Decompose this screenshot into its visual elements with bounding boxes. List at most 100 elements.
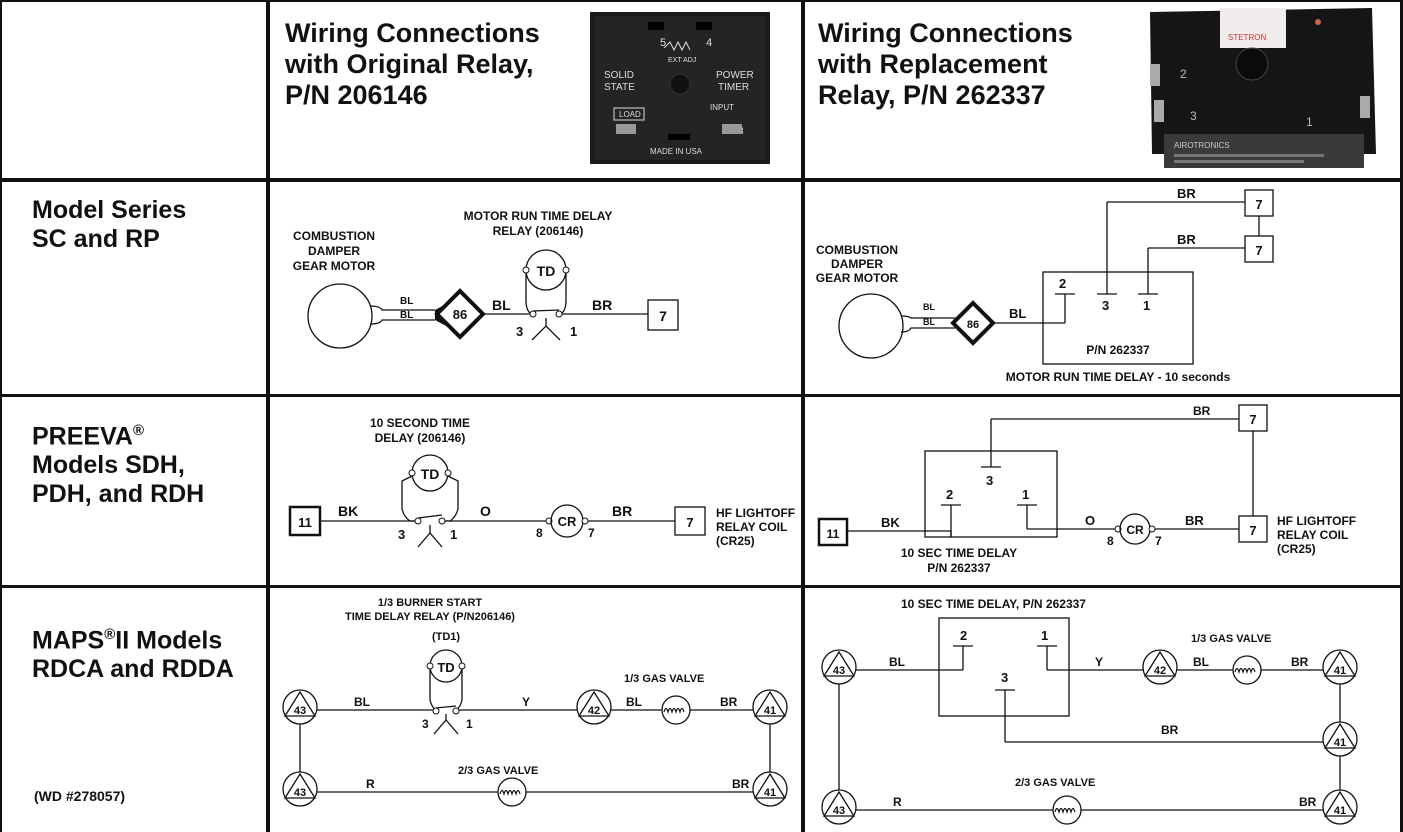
- header-replacement-line1: Wiring Connections: [818, 18, 1073, 48]
- wire-label: BK: [881, 515, 900, 530]
- motor-label: COMBUSTION: [816, 243, 898, 257]
- terminal-41: 41: [1334, 737, 1346, 749]
- gas-valve-label: 1/3 GAS VALVE: [624, 673, 704, 685]
- diagram-row3-replacement: 10 SEC TIME DELAY, P/N 262337 2 1 3 43 B…: [821, 597, 1358, 825]
- terminal-7: 7: [686, 515, 693, 530]
- diagram-row3-original: 1/3 BURNER START TIME DELAY RELAY (P/N20…: [282, 597, 788, 807]
- pin-label: 3: [398, 527, 405, 542]
- gear-motor: [307, 283, 373, 349]
- td-label: TD: [437, 660, 454, 675]
- terminal-41: 41: [764, 705, 776, 717]
- motor-label: DAMPER: [308, 244, 360, 258]
- photo-repl-pin-3: 3: [1190, 109, 1197, 123]
- relay-caption: 10 SEC TIME DELAY, P/N 262337: [901, 597, 1086, 611]
- wire-label: BR: [1161, 723, 1179, 737]
- terminal-41: 41: [1334, 805, 1346, 817]
- terminal-7-box: [1238, 515, 1268, 543]
- pin-label: 2: [1059, 276, 1066, 291]
- wire-label: BR: [1299, 795, 1317, 809]
- motor-label: DAMPER: [831, 257, 883, 271]
- row-label-maps-line2: RDCA and RDDA: [32, 655, 234, 684]
- photo-repl-pin-2: 2: [1180, 67, 1187, 81]
- pin-label: 1: [466, 717, 473, 731]
- table-left-border: [0, 0, 2, 832]
- pin-label: 1: [450, 527, 457, 542]
- photo-terminal-4: 4: [706, 37, 712, 49]
- gas-valve-2-3: [497, 777, 527, 807]
- pin-label: 3: [1001, 670, 1008, 685]
- photo-load: LOAD: [619, 110, 641, 119]
- header-replacement-line2: with Replacement: [818, 49, 1048, 79]
- photo-replacement-knob: [1235, 47, 1269, 81]
- row-label-preeva-line2: Models SDH,: [32, 451, 185, 480]
- gas-valve-label: 2/3 GAS VALVE: [458, 765, 538, 777]
- row-label-sc-rp-line2: SC and RP: [32, 225, 160, 253]
- photo-made-in: MADE IN USA: [650, 147, 703, 156]
- relay-part-number: P/N 262337: [1086, 343, 1150, 357]
- photo-solid: SOLID: [604, 70, 634, 81]
- registered-mark: ®: [132, 422, 145, 439]
- table-right-border: [1400, 0, 1403, 832]
- relay-label: 10 SECOND TIME: [370, 416, 470, 430]
- relay-label: RELAY (206146): [493, 224, 584, 238]
- relay-label: (TD1): [432, 631, 460, 643]
- header-divider: [0, 178, 1403, 182]
- terminal-41: 41: [764, 787, 776, 799]
- terminal-7: 7: [1255, 243, 1262, 258]
- motor-label: COMBUSTION: [293, 229, 375, 243]
- photo-input: INPUT: [710, 103, 734, 112]
- terminal-42: 42: [588, 705, 600, 717]
- pin-label: 2: [946, 487, 953, 502]
- wire-label: Y: [522, 695, 530, 709]
- row-label-preeva-line3: PDH, and RDH: [32, 480, 205, 509]
- wire-label: R: [893, 795, 902, 809]
- wire-label: BL: [923, 302, 935, 312]
- diagram-row2-original: 10 SECOND TIME DELAY (206146) TD 3 1 11 …: [288, 416, 795, 548]
- photo-ext-adj: EXT ADJ: [668, 57, 696, 64]
- wire-label: BR: [732, 777, 750, 791]
- relay-label: TIME DELAY RELAY (P/N206146): [345, 611, 515, 623]
- registered-mark: ®: [104, 626, 116, 643]
- wire-label: Y: [1095, 655, 1103, 669]
- terminal-43: 43: [833, 805, 845, 817]
- wire-label: BL: [1193, 655, 1209, 669]
- terminal-86: 86: [967, 319, 979, 331]
- header-original-line3: P/N 206146: [285, 80, 428, 110]
- terminal-42: 42: [1154, 665, 1166, 677]
- diagram-row1-original: COMBUSTION DAMPER GEAR MOTOR BL BL 86 BL…: [293, 209, 679, 349]
- wire-label: BR: [1177, 186, 1196, 201]
- photo-timer: TIMER: [718, 82, 749, 93]
- diagram-row1-replacement: COMBUSTION DAMPER GEAR MOTOR BL BL 86 BL…: [816, 186, 1274, 384]
- terminal-11-box: [817, 517, 849, 547]
- pin-label: 3: [1102, 298, 1109, 313]
- row-label-maps: MAPS®II Models RDCA and RDDA: [32, 620, 234, 684]
- cr-label: CR: [1126, 523, 1144, 537]
- td-label: TD: [421, 466, 440, 482]
- cr-label: CR: [558, 514, 577, 529]
- terminal-7-box: [1244, 235, 1274, 263]
- photo-adjust-knob: [669, 73, 691, 95]
- terminal-43: 43: [294, 787, 306, 799]
- pin-label: 1: [1143, 298, 1150, 313]
- header-original-line1: Wiring Connections: [285, 18, 540, 48]
- original-relay-photo: 5 4 EXT ADJ SOLID STATE POWER TIMER LOAD…: [590, 12, 770, 164]
- coil-label: HF LIGHTOFF: [716, 506, 795, 520]
- wire-label: BR: [720, 695, 738, 709]
- terminal-7: 7: [1255, 197, 1262, 212]
- row-label-preeva-line1: PREEVA®: [32, 416, 204, 451]
- cr-pin: 8: [536, 526, 543, 540]
- pin-label: 1: [1041, 628, 1048, 643]
- wire-label: BL: [626, 695, 642, 709]
- td-label: TD: [537, 263, 556, 279]
- terminal-7: 7: [1249, 523, 1256, 538]
- gas-valve-label: 2/3 GAS VALVE: [1015, 777, 1095, 789]
- wire-label: BR: [612, 503, 632, 519]
- relay-label: MOTOR RUN TIME DELAY: [464, 209, 613, 223]
- row-label-sc-rp: Model Series SC and RP: [32, 196, 186, 254]
- pin-label: 3: [516, 324, 523, 339]
- photo-sticker-text: STETRON: [1228, 33, 1266, 42]
- relay-caption: P/N 262337: [927, 561, 991, 575]
- coil-label: HF LIGHTOFF: [1277, 514, 1356, 528]
- pin-label: 1: [1022, 487, 1029, 502]
